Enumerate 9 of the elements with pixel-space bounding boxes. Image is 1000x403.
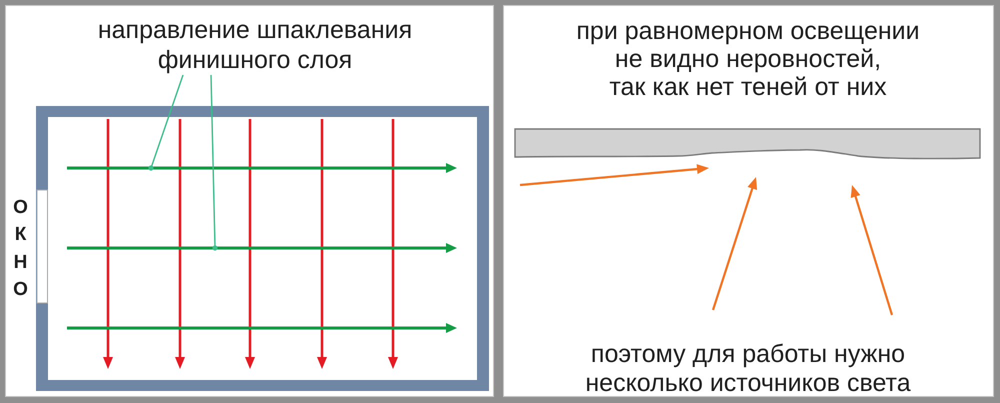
description-text: поэтому для работы нужно несколько источников света (584, 340, 912, 398)
annotation-text: направление шпаклевания финишного слоя (80, 15, 430, 75)
direction-arrow (67, 162, 459, 174)
description-text: при равномерном освещении не видно неровностей, так как нет теней от них (575, 17, 921, 101)
window-label: ОКНО (12, 196, 29, 302)
leader-line (148, 74, 184, 171)
direction-arrow (67, 242, 459, 254)
leader-line (210, 74, 218, 251)
direction-arrow (67, 322, 459, 334)
